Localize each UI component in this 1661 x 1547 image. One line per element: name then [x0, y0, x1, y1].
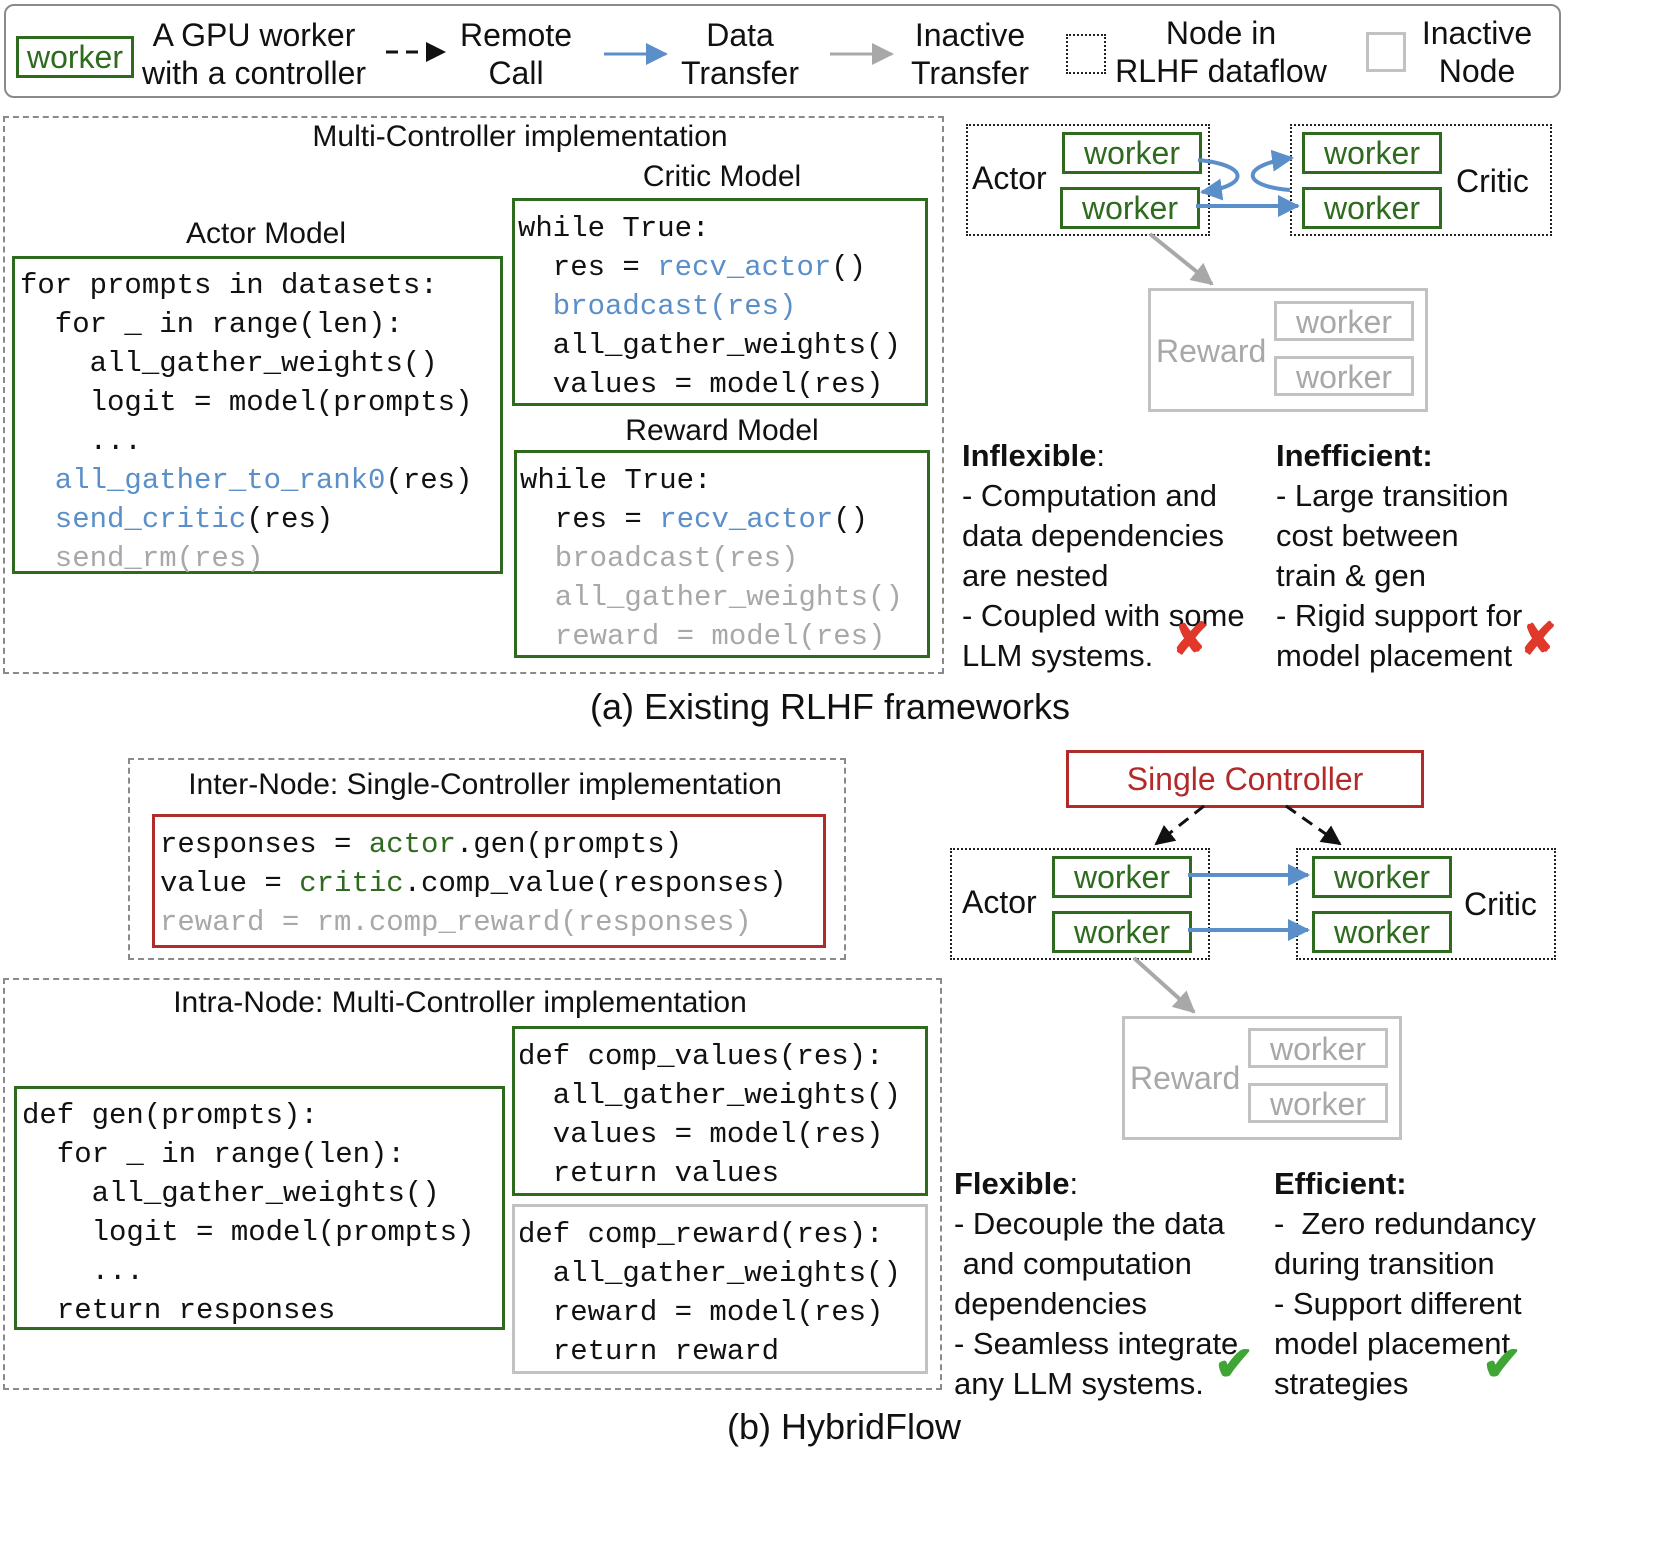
legend-data-transfer: Data Transfer: [681, 17, 799, 91]
legend-node-swatch: [1066, 34, 1106, 74]
reward-worker-b-2: worker: [1248, 1083, 1388, 1123]
actor-worker-a-1: worker: [1062, 132, 1202, 174]
inflexible-text: Inflexible: - Computation and data depen…: [962, 438, 1245, 673]
reward-label-a: Reward: [1156, 333, 1267, 369]
flexible-text: Flexible: - Decouple the data and comput…: [954, 1166, 1239, 1401]
intra-node-title: Intra-Node: Multi-Controller implementat…: [173, 986, 747, 1019]
inter-node-title: Inter-Node: Single-Controller implementa…: [188, 768, 782, 801]
critic-label-b: Critic: [1464, 886, 1537, 922]
actor-worker-b-2: worker: [1052, 911, 1192, 953]
critic-worker-a-2: worker: [1302, 187, 1442, 229]
reward-model-title: Reward Model: [625, 414, 819, 447]
efficient-text: Efficient: - Zero redundancy during tran…: [1274, 1166, 1536, 1401]
actor-to-reward-arrow-b: [1132, 956, 1196, 1014]
critic-worker-a-1: worker: [1302, 132, 1442, 174]
critic-code: while True: res = recv_actor() broadcast…: [518, 212, 901, 401]
recv-actor-line: res = recv_actor(): [518, 251, 867, 284]
critic-code-box: [512, 198, 928, 406]
flexible-check-icon: ✔: [1214, 1338, 1255, 1391]
actor-code-box: [12, 256, 503, 574]
responses-line: responses = actor.gen(prompts): [160, 828, 683, 861]
inter-node-code-box: [152, 814, 826, 948]
critic-label-a: Critic: [1456, 163, 1529, 199]
legend-inactive-transfer: Inactive Transfer: [911, 17, 1029, 91]
critic-node-a: [1290, 124, 1552, 236]
efficient-check-icon: ✔: [1482, 1338, 1523, 1391]
inter-node-frame: [128, 758, 846, 960]
reward-code-box: [514, 450, 930, 658]
actor-worker-a-2: worker: [1060, 187, 1200, 229]
critic-worker-b-2: worker: [1312, 911, 1452, 953]
value-line: value = critic.comp_value(responses): [160, 867, 787, 900]
reward-node-b: [1122, 1016, 1402, 1140]
actor-label-a: Actor: [972, 160, 1047, 196]
legend-inactive-node: Inactive Node: [1421, 15, 1533, 89]
caption-a: (a) Existing RLHF frameworks: [589, 686, 1071, 727]
gen-code: def gen(prompts): for _ in range(len): a…: [22, 1099, 475, 1327]
actor-label-b: Actor: [962, 884, 1037, 920]
reward-worker-a-2: worker: [1274, 356, 1414, 396]
critic-to-critic-curve: [1250, 149, 1294, 192]
reward-label-b: Reward: [1130, 1060, 1241, 1096]
actor-model-title: Actor Model: [185, 217, 347, 250]
legend-node-in-dataflow: Node in RLHF dataflow: [1115, 15, 1327, 89]
gen-code-box: [14, 1086, 505, 1330]
inflexible-cross-icon: ✘: [1172, 615, 1209, 664]
caption-b: (b) HybridFlow: [726, 1406, 962, 1447]
reward-worker-a-1: worker: [1274, 301, 1414, 341]
comp-values-code-box: [512, 1026, 928, 1196]
critic-node-b: [1296, 848, 1556, 960]
multi-controller-title: Multi-Controller implementation: [312, 120, 728, 153]
reward-node-a: [1148, 288, 1428, 412]
multi-controller-frame-a: [3, 116, 944, 674]
actor-code: for prompts in datasets: for _ in range(…: [20, 269, 473, 575]
legend: [4, 4, 1561, 98]
send-critic-line: send_critic(res): [20, 503, 334, 536]
comp-reward-code: def comp_reward(res): all_gather_weights…: [518, 1218, 901, 1368]
inter-node-code: responses = actor.gen(prompts) value = cr…: [160, 825, 787, 942]
comp-reward-code-box: [512, 1204, 928, 1374]
controller-to-critic-call: [1285, 804, 1342, 846]
intra-node-frame: [3, 978, 942, 1390]
comp-values-code: def comp_values(res): all_gather_weights…: [518, 1040, 901, 1190]
actor-to-critic-curve-1: [1197, 158, 1240, 201]
reward-worker-b-1: worker: [1248, 1028, 1388, 1068]
inefficient-text: Inefficient: - Large transition cost bet…: [1276, 438, 1523, 673]
legend-remote-call: Remote Call: [459, 17, 573, 91]
inefficient-cross-icon: ✘: [1520, 615, 1557, 664]
legend-worker-swatch: worker: [16, 36, 134, 78]
all-gather-to-rank0-line: all_gather_to_rank0(res): [20, 464, 473, 497]
critic-worker-b-1: worker: [1312, 856, 1452, 898]
actor-worker-b-1: worker: [1052, 856, 1192, 898]
legend-worker-desc: A GPU worker with a controller: [141, 17, 367, 91]
legend-inactive-node-swatch: [1366, 32, 1406, 72]
reward-recv-actor-line: res = recv_actor(): [520, 503, 869, 536]
actor-node-b: [950, 848, 1210, 960]
controller-to-actor-call: [1154, 804, 1205, 846]
single-controller-box: Single Controller: [1066, 750, 1424, 808]
critic-model-title: Critic Model: [642, 160, 802, 193]
actor-to-reward-arrow-a: [1148, 232, 1214, 286]
reward-code: while True: res = recv_actor() broadcast…: [520, 464, 903, 653]
